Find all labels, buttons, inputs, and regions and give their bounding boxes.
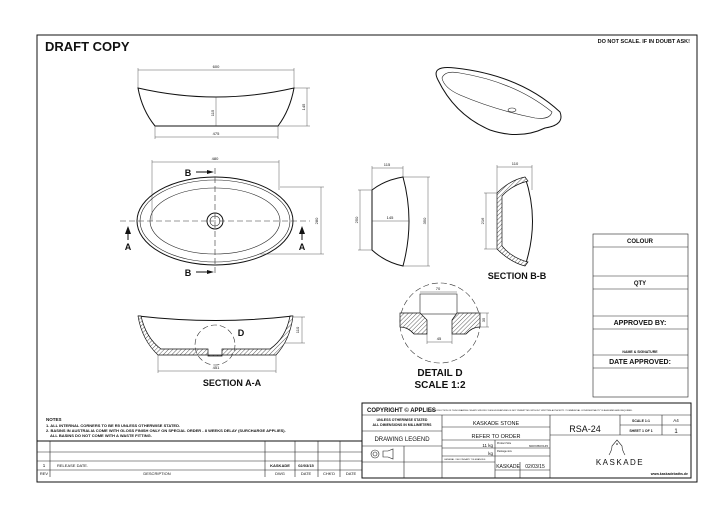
note-line: 1. ALL INTERNAL CORNERS TO BE R5 UNLESS … xyxy=(46,423,180,428)
drawing-legend-label: DRAWING LEGEND xyxy=(374,437,430,443)
kaskade-logo-icon xyxy=(608,439,626,456)
drawing-frame xyxy=(36,34,698,483)
revision-table: 1 RELEASE DATE. KASKADE 02/03/15 REV DES… xyxy=(37,440,362,477)
note-line: 2. BASINS IN AUSTRALIA COME WITH GLOSS F… xyxy=(46,428,286,433)
section-b-b-title: SECTION B-B xyxy=(488,271,547,281)
scale-value: SCALE 1:1 xyxy=(632,419,650,423)
section-a-a: D 451 110 SECTION A-A xyxy=(137,315,305,388)
brand-name: KASKADE xyxy=(596,458,644,467)
dim-base: 451 xyxy=(213,365,220,370)
projection-symbol-icon xyxy=(370,448,394,460)
approved-by-label: APPROVED BY: xyxy=(614,320,667,327)
approval-table: COLOUR QTY APPROVED BY: NAME & SIGNATURE… xyxy=(592,233,689,398)
dim-left: 216 xyxy=(480,217,485,224)
units-line2: ALL DIMENSIONS IN MILLIMETERS xyxy=(372,423,432,427)
drawn-by-value: KASKADE xyxy=(496,464,520,470)
dim-top: 115 xyxy=(384,162,391,167)
dim-height: 35 xyxy=(481,317,486,322)
draft-copy-label: DRAFT COPY xyxy=(45,39,130,54)
signature-label: NAME & SIGNATURE xyxy=(622,350,658,354)
website-link[interactable]: www.kaskadebaths.de xyxy=(650,472,688,476)
detail-d: 70 45 35 DETAIL D SCALE 1:2 xyxy=(399,282,489,391)
title-block: COPYRIGHT © APPLIES REPRODUCTION OF THIS… xyxy=(361,402,692,479)
note-line: ALL BASINS DO NOT COME WITH A WASTE FITT… xyxy=(50,433,152,438)
detail-d-scale: SCALE 1:2 xyxy=(414,380,466,391)
header-date: DATE xyxy=(301,471,312,476)
detail-d-title: DETAIL D xyxy=(417,368,462,379)
drawn-date-value: 02/03/15 xyxy=(525,464,545,470)
paper-size: A4 xyxy=(673,418,679,423)
section-b-marker-top: B xyxy=(185,168,192,178)
header-date-2: DATE xyxy=(346,471,357,476)
side-view: 600 115 145 475 xyxy=(137,64,310,139)
tolerance-label: GENERAL / SECONDARY TOLERANCES xyxy=(444,458,486,461)
dim-length: 480 xyxy=(212,156,219,161)
rev-description: RELEASE DATE. xyxy=(57,463,88,468)
section-b-marker-bottom: B xyxy=(185,268,192,278)
date-approved-label: DATE APPROVED: xyxy=(609,359,671,366)
drawing-number: RSA-24 xyxy=(569,424,601,434)
dim-top: 110 xyxy=(512,161,519,166)
notes: NOTES 1. ALL INTERNAL CORNERS TO BE R5 U… xyxy=(46,417,286,438)
detail-d-marker: D xyxy=(238,328,245,338)
copyright-text: REPRODUCTION OF THIS DRAWING OR ANY SPEC… xyxy=(430,409,633,412)
dim-width: 600 xyxy=(213,64,220,69)
header-rev: REV xyxy=(40,471,49,476)
units-line1: UNLESS OTHERWISE STATED xyxy=(377,418,428,422)
notes-title: NOTES xyxy=(46,417,62,422)
material-value: KASKADE STONE xyxy=(473,421,520,427)
product-size-value: 600X350X145 xyxy=(529,444,548,448)
end-view: 115 145 250 350 xyxy=(354,162,430,267)
rev-number: 1 xyxy=(43,463,46,468)
isometric-view xyxy=(435,67,562,135)
dim-right: 350 xyxy=(422,217,427,224)
qty-label: QTY xyxy=(634,281,646,287)
scale-warning: DO NOT SCALE. IF IN DOUBT ASK! xyxy=(598,39,691,45)
dim-bottom: 45 xyxy=(437,336,442,341)
section-a-a-title: SECTION A-A xyxy=(203,378,262,388)
dim-base: 475 xyxy=(213,131,220,136)
dim-top: 70 xyxy=(436,286,441,291)
rev-date: 02/03/15 xyxy=(298,463,314,468)
section-a-marker-right: A xyxy=(299,242,306,252)
sheet-value: SHEET 1 OF 1 xyxy=(629,429,652,433)
weight-value: 11 kg xyxy=(482,443,493,448)
colour-label: COLOUR xyxy=(627,239,654,245)
dim-mid: 145 xyxy=(387,215,394,220)
top-view: 480 280 A A B B xyxy=(120,156,324,278)
dim-height: 145 xyxy=(301,103,306,110)
dim-depth: 115 xyxy=(210,109,215,116)
section-b-b: 110 216 SECTION B-B xyxy=(480,161,547,281)
copyright-label: COPYRIGHT © APPLIES xyxy=(367,407,436,414)
finish-value: REFER TO ORDER xyxy=(472,434,521,440)
dim-left: 250 xyxy=(354,216,359,223)
header-checked: CHK'D xyxy=(323,471,335,476)
header-dwg: DWG xyxy=(275,471,285,476)
gross-weight-value: kg xyxy=(488,451,493,456)
product-size-label: Product Size xyxy=(497,442,512,445)
rev-dwg: KASKADE xyxy=(270,463,290,468)
rev-value: 1 xyxy=(674,429,678,435)
dim-width: 280 xyxy=(314,217,319,224)
section-a-marker-left: A xyxy=(125,242,132,252)
header-description: DESCRIPTION xyxy=(143,471,170,476)
package-size-label: Package size xyxy=(497,450,512,453)
dim-height: 110 xyxy=(295,326,300,333)
